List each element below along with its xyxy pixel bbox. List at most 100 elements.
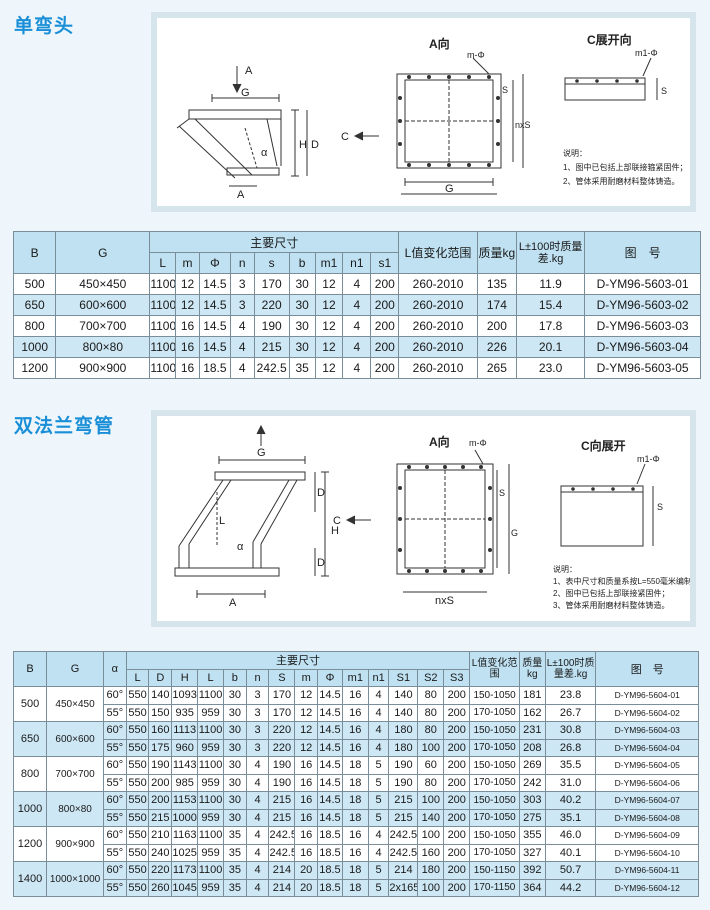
table-cell-lr: 260-2010 xyxy=(398,294,478,316)
label-a-arrow: A xyxy=(245,65,253,77)
table-cell-s: 220 xyxy=(268,721,296,740)
label-l: L xyxy=(219,515,225,527)
drawing-double-flange-bend: G D H D L α A C A向 m-Φ nxS S G C向展开 m1-Φ… xyxy=(151,410,696,627)
col-header: n1 xyxy=(342,252,372,274)
table-cell-dwg: D-YM96-5604-09 xyxy=(595,826,699,845)
table-cell-bb: 30 xyxy=(288,273,316,295)
table-cell-n: 4 xyxy=(229,357,255,379)
table-cell-s3: 200 xyxy=(443,703,471,722)
table-cell-m1: 16 xyxy=(341,738,369,757)
label-m1-phi: m1-Φ xyxy=(637,454,660,464)
table-cell-delta: 40.2 xyxy=(544,791,597,810)
table-cell-mass: 269 xyxy=(518,756,546,775)
table-cell-m1: 12 xyxy=(314,336,344,358)
table-cell-l2: 1100 xyxy=(197,791,224,810)
col-header-g: G xyxy=(46,651,104,687)
table-cell-l: 550 xyxy=(125,756,150,775)
table-cell-n: 4 xyxy=(245,791,270,810)
table-cell-m: 12 xyxy=(294,703,319,722)
table-cell-dwg: D-YM96-5604-12 xyxy=(595,878,699,897)
table-cell-lr: 150-1050 xyxy=(469,826,520,845)
table-cell-a: 60° xyxy=(102,721,127,740)
table-cell-a: 55° xyxy=(102,808,127,827)
table-cell-m1: 12 xyxy=(314,357,344,379)
table-cell-s: 242.5 xyxy=(268,843,296,862)
table-cell-l: 550 xyxy=(125,686,150,705)
table-cell-b: 650 xyxy=(12,721,48,757)
col-header: L xyxy=(125,668,150,687)
table-cell-delta: 31.0 xyxy=(544,773,597,792)
table-cell-m1: 18 xyxy=(341,808,369,827)
table-cell-l: 1100 xyxy=(149,336,177,358)
table-cell-mass: 162 xyxy=(518,703,546,722)
col-header: m xyxy=(294,668,319,687)
table-cell-m: 16 xyxy=(294,791,319,810)
drawing-note: 1、图中已包括上部联接箍紧固件； xyxy=(563,162,687,172)
table-cell-s3: 200 xyxy=(443,843,471,862)
table-cell-n1: 5 xyxy=(367,878,390,897)
table-cell-s2: 80 xyxy=(417,686,445,705)
table-cell-s3: 200 xyxy=(443,686,471,705)
table-cell-h: 985 xyxy=(171,773,199,792)
table-cell-a: 55° xyxy=(102,843,127,862)
view-a-title: A向 xyxy=(429,434,450,449)
table-cell-n: 4 xyxy=(229,315,255,337)
table-cell-m1: 12 xyxy=(314,273,344,295)
table-cell-bb: 35 xyxy=(222,826,247,845)
table-cell-n: 3 xyxy=(229,294,255,316)
table-cell-n: 4 xyxy=(245,826,270,845)
col-header: s xyxy=(253,252,290,274)
table-cell-mass: 135 xyxy=(476,273,518,295)
table-cell-n: 4 xyxy=(245,861,270,880)
table-cell-s: 220 xyxy=(253,294,290,316)
table-cell-delta: 26.8 xyxy=(544,738,597,757)
table-cell-n1: 4 xyxy=(367,826,390,845)
table-cell-l2: 1100 xyxy=(197,686,224,705)
table-cell-m: 16 xyxy=(294,808,319,827)
col-header: n1 xyxy=(367,668,390,687)
label-nxs-view-a: nxS xyxy=(435,595,454,607)
table-cell-n1: 4 xyxy=(367,721,390,740)
table-cell-phi: 14.5 xyxy=(198,336,231,358)
table-cell-b: 800 xyxy=(12,756,48,792)
table-cell-phi: 18.5 xyxy=(317,878,343,897)
table-cell-m: 12 xyxy=(294,738,319,757)
table-cell-dwg: D-YM96-5604-01 xyxy=(595,686,699,705)
table-cell-a: 60° xyxy=(102,791,127,810)
table-header-row: B G 主要尺寸 L值变化范围 质量kg L±100时质量差.kg 图 号 xyxy=(12,231,701,274)
table-cell-delta: 30.8 xyxy=(544,721,597,740)
table-cell-s3: 200 xyxy=(443,878,471,897)
table-cell-delta: 11.9 xyxy=(516,273,586,295)
table-cell-n: 4 xyxy=(245,773,270,792)
table-cell-s: 215 xyxy=(268,808,296,827)
table-cell-h: 1045 xyxy=(171,878,199,897)
table-cell-bb: 30 xyxy=(288,315,316,337)
table-cell-d: 215 xyxy=(148,808,173,827)
label-g-view-a: G xyxy=(511,528,518,538)
table-cell-n: 4 xyxy=(245,808,270,827)
col-header-g: G xyxy=(55,231,151,274)
table-cell-mass: 226 xyxy=(476,336,518,358)
table-cell-l: 550 xyxy=(125,826,150,845)
table-cell-mass: 392 xyxy=(518,861,546,880)
table-cell-a: 60° xyxy=(102,756,127,775)
table-cell-n1: 4 xyxy=(367,843,390,862)
table-cell-m: 12 xyxy=(294,686,319,705)
table-cell-s1: 215 xyxy=(388,808,419,827)
table-cell-bb: 30 xyxy=(222,721,247,740)
table-cell-dwg: D-YM96-5603-01 xyxy=(584,273,701,295)
table-cell-phi: 14.5 xyxy=(317,773,343,792)
table-cell-l2: 959 xyxy=(197,738,224,757)
table-cell-n1: 5 xyxy=(367,791,390,810)
label-s: S xyxy=(502,85,508,95)
table-cell-l2: 1100 xyxy=(197,861,224,880)
table-cell-lr: 150-1050 xyxy=(469,686,520,705)
table-cell-d: 260 xyxy=(148,878,173,897)
table-cell-n: 3 xyxy=(229,273,255,295)
table-cell-d: 190 xyxy=(148,756,173,775)
col-header: n xyxy=(245,668,270,687)
table-cell-lr: 170-1050 xyxy=(469,843,520,862)
table-cell-d: 140 xyxy=(148,686,173,705)
